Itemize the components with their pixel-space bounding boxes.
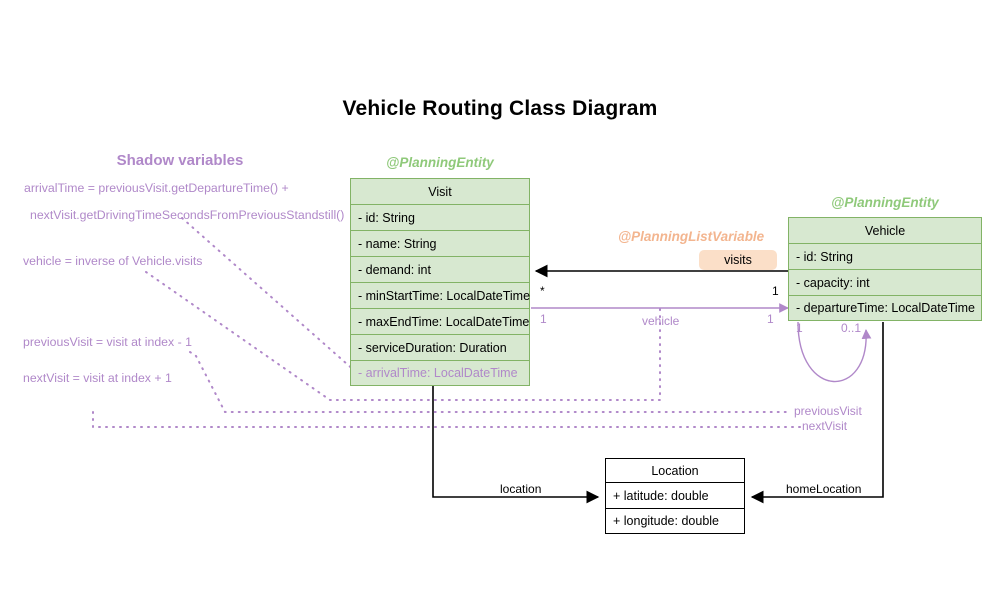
class-attribute: + latitude: double — [605, 482, 745, 508]
multiplicity-vehicle-source: 1 — [540, 312, 547, 326]
stereotype-planning-entity-vehicle: @PlanningEntity — [831, 195, 939, 210]
class-attribute-shadow: - arrivalTime: LocalDateTime — [350, 360, 530, 386]
class-attribute: - capacity: int — [788, 269, 982, 295]
class-attribute: - name: String — [350, 230, 530, 256]
edge-vehicle-chain-loop — [797, 321, 872, 383]
class-attribute: - id: String — [788, 243, 982, 269]
class-box-visit[interactable]: Visit - id: String - name: String - dema… — [350, 178, 530, 386]
shadow-note-vehicle: vehicle = inverse of Vehicle.visits — [23, 254, 203, 268]
class-attribute: - id: String — [350, 204, 530, 230]
edge-label-nextvisit: nextVisit — [802, 419, 848, 433]
class-title-vehicle: Vehicle — [788, 217, 982, 243]
visits-label-badge: visits — [699, 250, 777, 270]
shadow-connector-nextvisit — [92, 411, 801, 428]
shadow-note-arrivaltime-line2: nextVisit.getDrivingTimeSecondsFromPrevi… — [30, 208, 345, 222]
edge-vehicle-home-location — [750, 322, 884, 504]
page-title: Vehicle Routing Class Diagram — [342, 97, 658, 120]
class-title-visit: Visit — [350, 178, 530, 204]
multiplicity-chain-right: 0..1 — [841, 321, 862, 335]
class-attribute: + longitude: double — [605, 508, 745, 534]
class-box-location[interactable]: Location + latitude: double + longitude:… — [605, 458, 745, 534]
shadow-connector-arrivaltime — [181, 217, 357, 373]
class-attribute: - maxEndTime: LocalDateTime — [350, 308, 530, 334]
class-attribute: - minStartTime: LocalDateTime — [350, 282, 530, 308]
shadow-note-arrivaltime-line1: arrivalTime = previousVisit.getDeparture… — [24, 181, 289, 195]
edge-label-previousvisit: previousVisit — [794, 404, 862, 418]
multiplicity-visits-source: 1 — [772, 284, 779, 298]
edge-label-vehicle: vehicle — [642, 314, 680, 328]
multiplicity-vehicle-target: 1 — [767, 312, 774, 326]
multiplicity-chain-left: 1 — [796, 321, 803, 335]
shadow-connector-vehicle — [145, 271, 661, 401]
edge-label-location: location — [500, 482, 542, 496]
stereotype-planning-entity-visit: @PlanningEntity — [386, 155, 494, 170]
edge-label-homelocation: homeLocation — [786, 482, 862, 496]
edge-visit-location — [432, 384, 600, 504]
shadow-note-nextvisit: nextVisit = visit at index + 1 — [23, 371, 172, 385]
stereotype-planning-list-variable: @PlanningListVariable — [618, 229, 765, 244]
multiplicity-visits-target: * — [540, 284, 545, 298]
shadow-variables-heading: Shadow variables — [116, 152, 244, 169]
class-attribute: - demand: int — [350, 256, 530, 282]
shadow-note-previousvisit: previousVisit = visit at index - 1 — [23, 335, 192, 349]
class-attribute: - serviceDuration: Duration — [350, 334, 530, 360]
class-box-vehicle[interactable]: Vehicle - id: String - capacity: int - d… — [788, 217, 982, 321]
class-attribute: - departureTime: LocalDateTime — [788, 295, 982, 321]
class-title-location: Location — [605, 458, 745, 482]
